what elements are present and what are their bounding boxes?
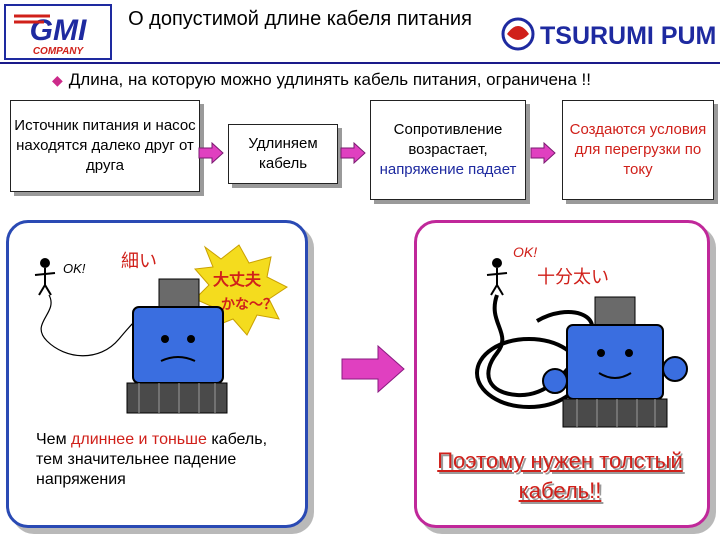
page-title: О допустимой длине кабеля питания: [128, 8, 472, 30]
right-caption: Поэтому нужен толстый кабель!!: [437, 448, 683, 503]
header-divider: [0, 62, 720, 64]
logo-right-text: TSURUMI PUMP: [540, 22, 716, 50]
left-caption-pre: Чем: [36, 431, 72, 448]
subtitle-text: Длина, на которую можно удлинять кабель …: [68, 70, 591, 89]
flow-step-1-text: Источник питания и насос находятся далек…: [14, 117, 196, 174]
flow-step-1: Источник питания и насос находятся далек…: [10, 100, 200, 192]
diamond-bullet-icon: ◆: [52, 72, 63, 88]
flow-step-4-text: Создаются условия для перегрузки по току: [569, 121, 707, 178]
left-question-label: かな～？: [221, 297, 277, 313]
tsurumi-pump-logo: TSURUMI PUMP: [498, 12, 720, 56]
thin-cable-pump-illustration: OK! 細い 大丈夫 かな～？: [34, 244, 288, 414]
subtitle: ◆ Длина, на которую можно удлинять кабель…: [52, 70, 591, 90]
flow-step-2: Удлиняем кабель: [228, 124, 338, 184]
right-ok-label: OK!: [513, 244, 537, 260]
panel-thick-cable: OK! 十分太い: [414, 220, 710, 528]
flow-step-3-line2: напряжение падает: [379, 161, 517, 178]
left-caption-post: кабель, тем значительнее падение напряже…: [36, 431, 268, 488]
arrow-right-icon: [530, 141, 556, 165]
left-caption: Чем длиннее и тоньше кабель, тем значите…: [36, 430, 296, 490]
flow-step-3: Сопротивление возрастает, напряжение пад…: [370, 100, 526, 200]
thick-cable-pump-illustration: OK! 十分太い: [475, 244, 688, 428]
big-arrow-right-icon: [340, 344, 406, 394]
logo-left-sub: COMPANY: [33, 46, 85, 57]
left-caption-highlight: длиннее и тоньше: [71, 431, 207, 448]
flow-step-4: Создаются условия для перегрузки по току: [562, 100, 714, 200]
right-thick-label: 十分太い: [537, 267, 609, 288]
left-thin-label: 細い: [121, 251, 157, 272]
flow-step-3-line1: Сопротивление возрастает,: [393, 121, 503, 158]
gmi-company-logo: GMI COMPANY: [4, 4, 112, 60]
arrow-right-icon: [198, 141, 224, 165]
left-ok-label: OK!: [63, 261, 86, 276]
arrow-right-icon: [340, 141, 366, 165]
logo-left-main: GMI: [30, 14, 87, 47]
panel-thin-cable: OK! 細い 大丈夫 かな～？: [6, 220, 308, 528]
left-big-label: 大丈夫: [213, 270, 262, 289]
flow-step-2-text: Удлиняем кабель: [248, 135, 318, 172]
